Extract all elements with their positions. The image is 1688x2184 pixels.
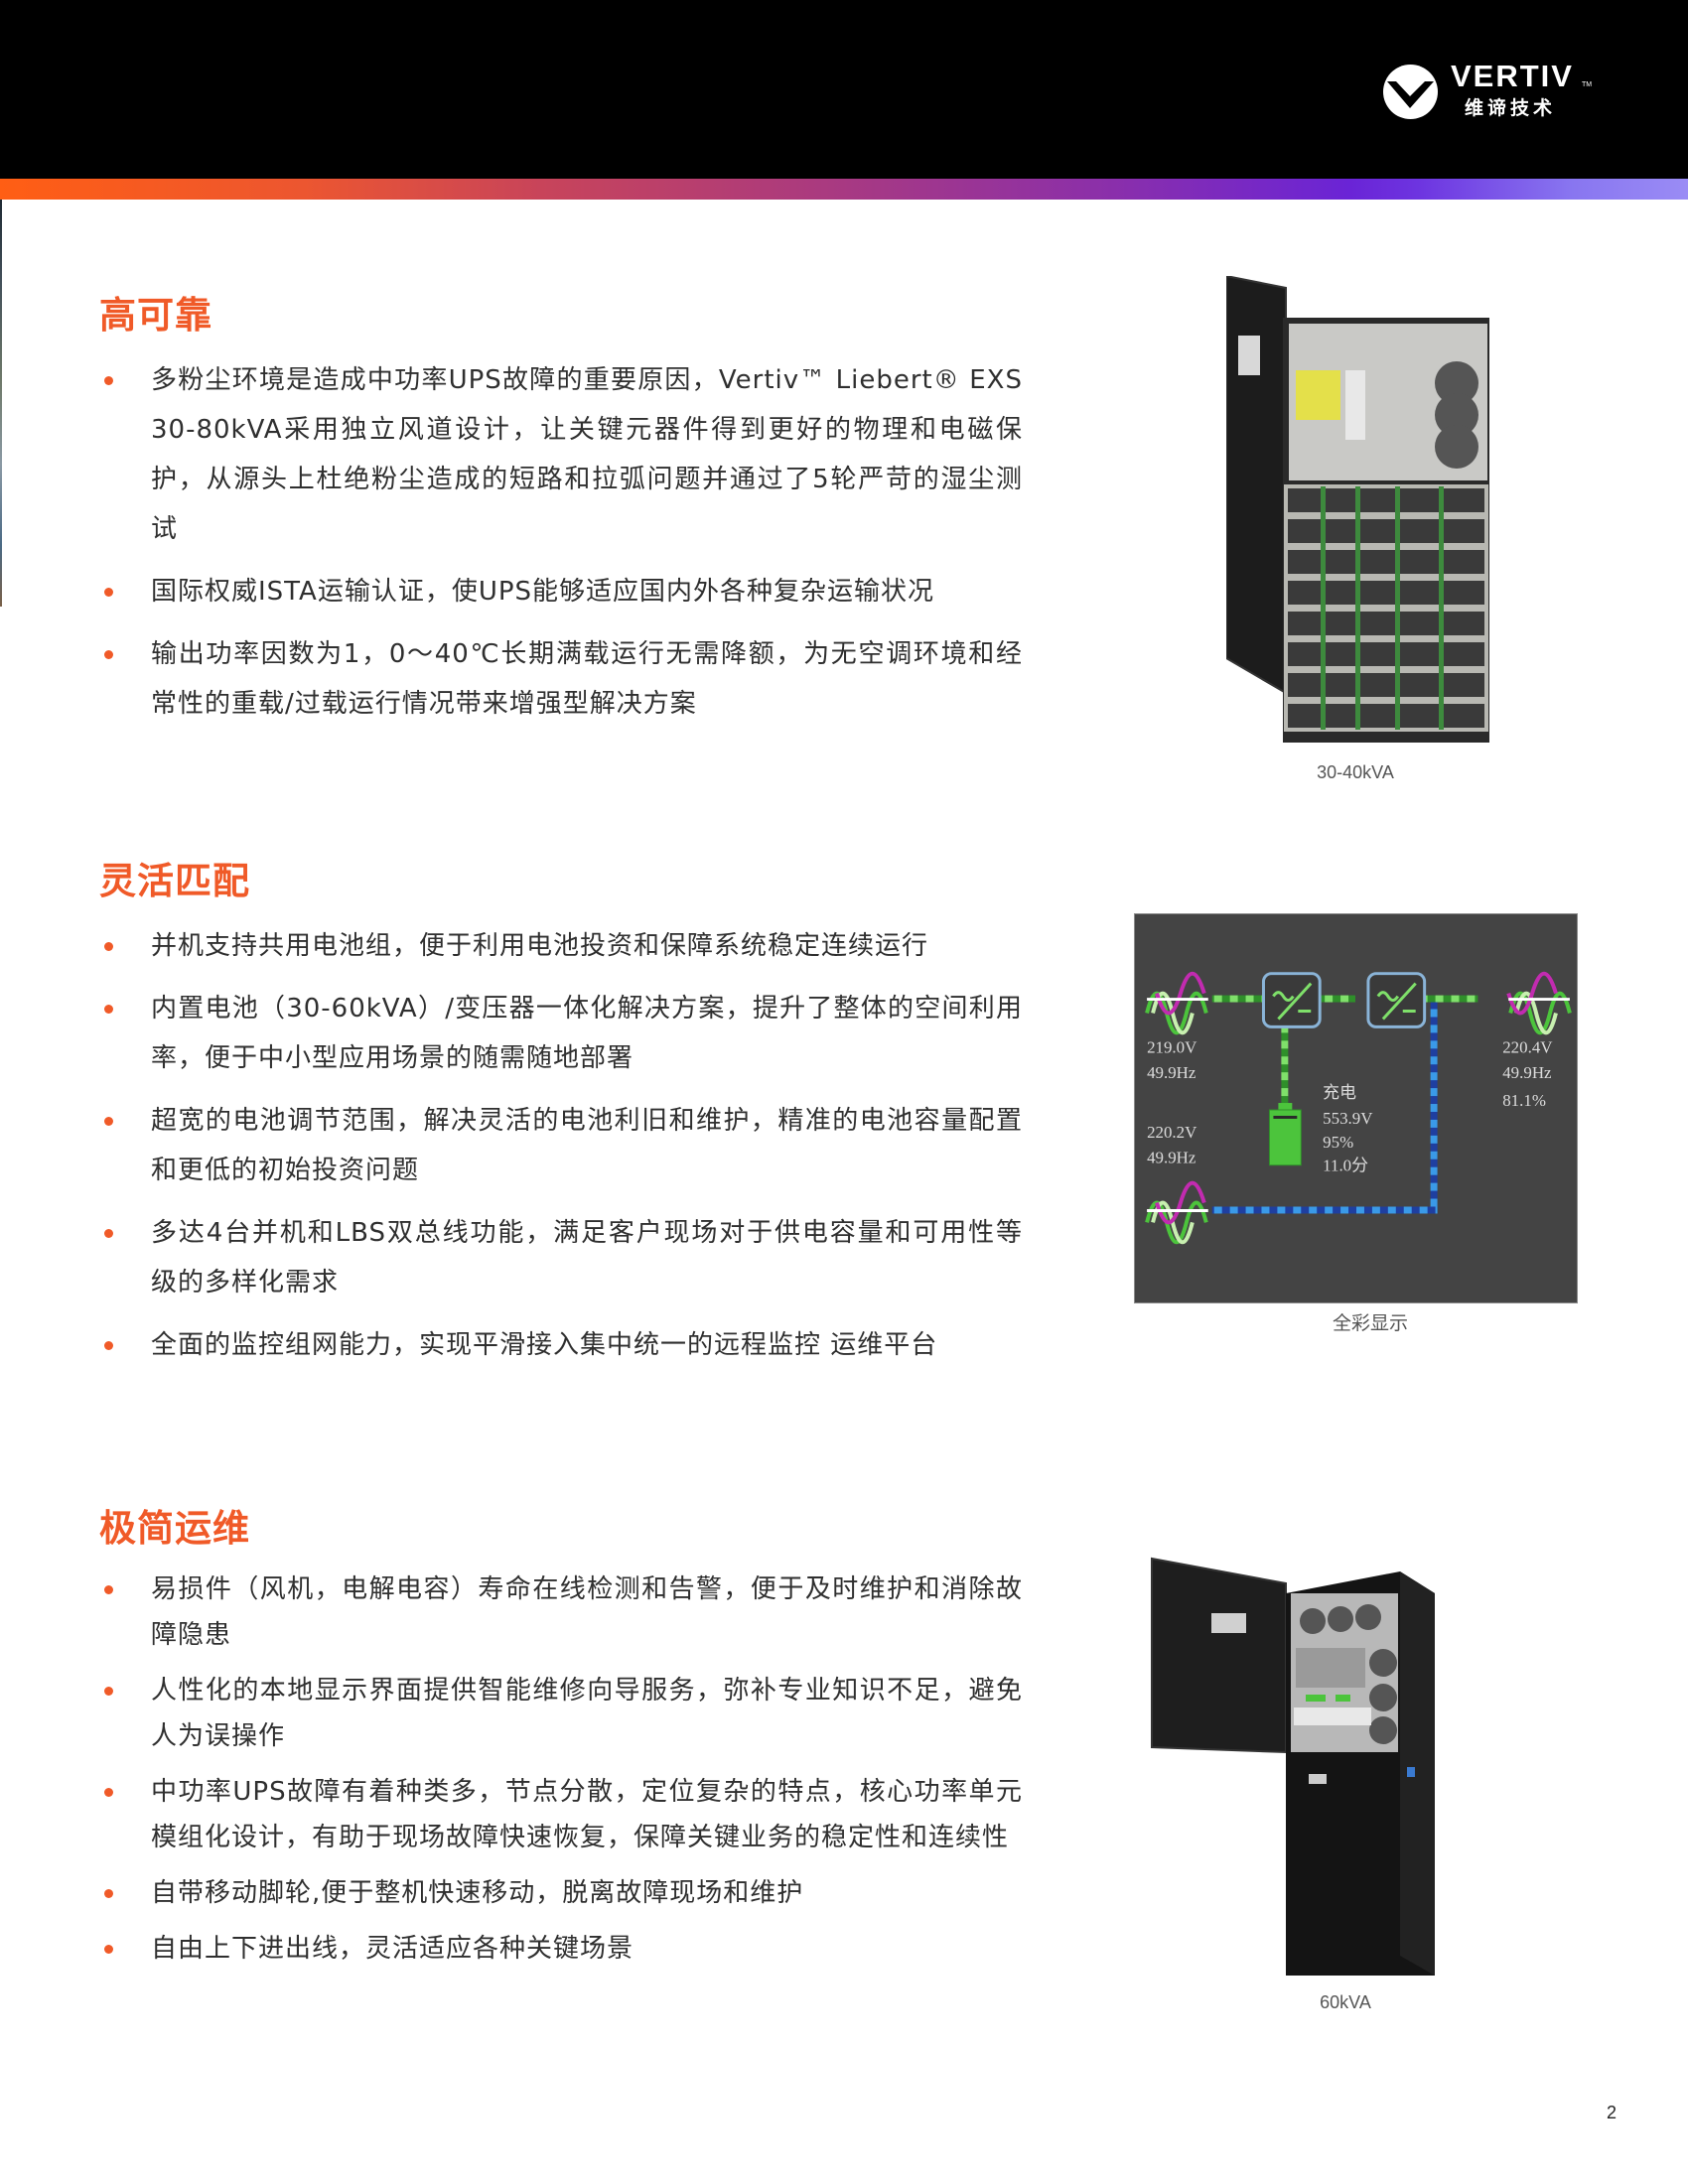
page-number: 2	[1607, 2103, 1618, 2122]
svg-text:11.0分: 11.0分	[1323, 1157, 1368, 1175]
bullet-dot-icon	[104, 1687, 113, 1696]
full-color-display-diagram: 219.0V 49.9Hz 220.2V 49.9Hz 充电 553.9V 95…	[1134, 913, 1578, 1303]
list-item: 内置电池（30-60kVA）/变压器一体化解决方案，提升了整体的空间利用率，便于…	[99, 984, 1023, 1083]
vertiv-logo-mark-icon	[1383, 65, 1438, 119]
list-item: 人性化的本地显示界面提供智能维修向导服务，弥补专业知识不足，避免人为误操作	[99, 1668, 1023, 1759]
figure-caption-full-color-display: 全彩显示	[1332, 1312, 1408, 1334]
output-sine-icon	[1506, 971, 1572, 1035]
bullet-dot-icon	[104, 1341, 113, 1350]
list-item: 自带移动脚轮,便于整机快速移动，脱离故障现场和维护	[99, 1870, 1023, 1916]
bypass-input-sine-icon	[1145, 1180, 1208, 1245]
bullet-dot-icon	[104, 1229, 113, 1238]
bullet-dot-icon	[104, 588, 113, 597]
figure-caption-60kva: 60kVA	[1320, 1992, 1371, 2012]
left-edge-image-strip	[0, 200, 2, 607]
bullet-dot-icon	[104, 1585, 113, 1594]
section-title-simple-maintenance: 极简运维	[99, 1507, 250, 1550]
simple-maintenance-bullet-list: 易损件（风机，电解电容）寿命在线检测和告警，便于及时维护和消除故障隐患 人性化的…	[99, 1567, 1023, 1972]
bullet-dot-icon	[104, 1788, 113, 1797]
list-item: 输出功率因数为1，0～40℃长期满载运行无需降额，为无空调环境和经常性的重载/过…	[99, 629, 1023, 729]
svg-text:219.0V: 219.0V	[1147, 1037, 1197, 1056]
list-item: 自由上下进出线，灵活适应各种关键场景	[99, 1926, 1023, 1972]
list-item: 多粉尘环境是造成中功率UPS故障的重要原因，Vertiv™ Liebert® E…	[99, 355, 1023, 554]
bullet-dot-icon	[104, 650, 113, 659]
svg-text:81.1%: 81.1%	[1502, 1091, 1546, 1110]
svg-text:95%: 95%	[1323, 1133, 1353, 1152]
svg-text:220.2V: 220.2V	[1147, 1123, 1197, 1142]
section-title-reliability: 高可靠	[99, 294, 212, 337]
flexible-matching-bullet-list: 并机支持共用电池组，便于利用电池投资和保障系统稳定连续运行 内置电池（30-60…	[99, 921, 1023, 1370]
bullet-dot-icon	[104, 1117, 113, 1126]
list-item: 多达4台并机和LBS双总线功能，满足客户现场对于供电容量和可用性等级的多样化需求	[99, 1208, 1023, 1307]
vertiv-logo: VERTIV TM 维谛技术	[1383, 60, 1612, 125]
list-item: 中功率UPS故障有着种类多，节点分散，定位复杂的特点，核心功率单元模组化设计，有…	[99, 1769, 1023, 1860]
page-header: VERTIV TM 维谛技术	[0, 0, 1688, 179]
reliability-bullet-list: 多粉尘环境是造成中功率UPS故障的重要原因，Vertiv™ Liebert® E…	[99, 355, 1023, 729]
bullet-dot-icon	[104, 376, 113, 385]
header-gradient-bar	[0, 179, 1688, 200]
list-item: 超宽的电池调节范围，解决灵活的电池利旧和维护，精准的电池容量配置和更低的初始投资…	[99, 1096, 1023, 1195]
battery-icon	[1268, 1103, 1302, 1166]
list-item: 易损件（风机，电解电容）寿命在线检测和告警，便于及时维护和消除故障隐患	[99, 1567, 1023, 1658]
svg-text:49.9Hz: 49.9Hz	[1502, 1063, 1552, 1082]
bullet-dot-icon	[104, 1945, 113, 1954]
logo-trademark: TM	[1582, 81, 1593, 88]
main-input-sine-icon	[1145, 971, 1208, 1035]
bullet-dot-icon	[104, 1005, 113, 1014]
ups-60kva-product-image	[1147, 1554, 1489, 1990]
inverter-module-icon	[1366, 972, 1427, 1028]
logo-wordmark: VERTIV	[1451, 59, 1574, 93]
svg-text:49.9Hz: 49.9Hz	[1147, 1063, 1196, 1082]
rectifier-module-icon	[1261, 972, 1322, 1028]
ups-30-40kva-product-image	[1225, 274, 1489, 752]
list-item: 全面的监控组网能力，实现平滑接入集中统一的远程监控 运维平台	[99, 1320, 1023, 1370]
bullet-dot-icon	[104, 942, 113, 951]
figure-caption-30-40kva: 30-40kVA	[1317, 762, 1394, 782]
svg-text:553.9V: 553.9V	[1323, 1109, 1373, 1128]
section-title-flexible-matching: 灵活匹配	[99, 860, 250, 902]
svg-text:充电: 充电	[1323, 1083, 1356, 1102]
list-item: 并机支持共用电池组，便于利用电池投资和保障系统稳定连续运行	[99, 921, 1023, 971]
list-item: 国际权威ISTA运输认证，使UPS能够适应国内外各种复杂运输状况	[99, 567, 1023, 616]
svg-text:49.9Hz: 49.9Hz	[1147, 1149, 1196, 1167]
logo-chinese-name: 维谛技术	[1465, 97, 1557, 119]
bullet-dot-icon	[104, 1889, 113, 1898]
svg-text:220.4V: 220.4V	[1502, 1037, 1553, 1056]
